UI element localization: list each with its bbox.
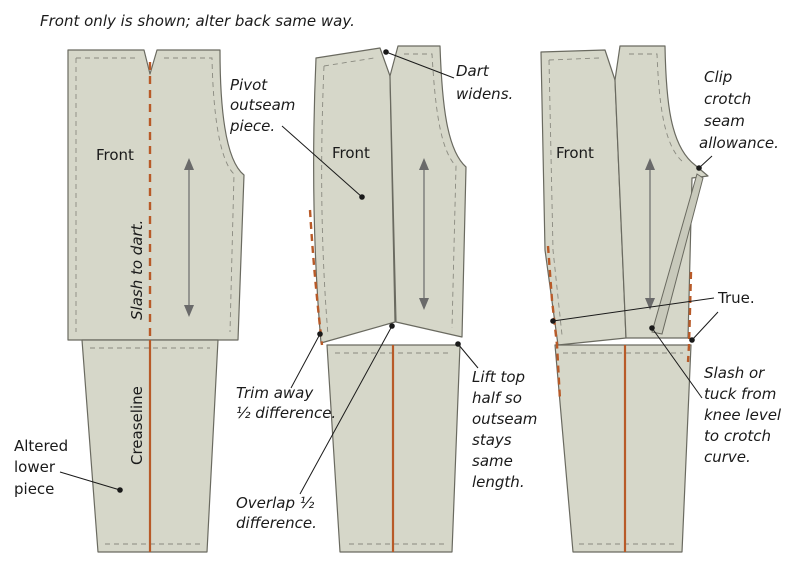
panel-2-lift-label-3: outseam — [472, 410, 537, 428]
panel-1-lower-stitch — [90, 347, 210, 545]
panel-2-dart-dot — [383, 49, 389, 55]
panel-2-upper-right-piece — [389, 45, 467, 338]
panel-1-front-label: Front — [96, 146, 134, 164]
panel-3-clip-label-3: seam — [704, 112, 745, 130]
panel-1-altered-label-1: Altered — [14, 437, 68, 455]
panel-1-stitch-line — [75, 57, 235, 333]
panel-1: Front Slash to dart. Creaseline Altered … — [14, 49, 245, 553]
panel-2-trim-label-2: ½ difference. — [236, 404, 336, 422]
panel-3-true-dot-right — [689, 337, 695, 343]
panel-3-upper-right-piece — [614, 45, 709, 339]
panel-2-overlap-leader — [299, 325, 393, 495]
panel-3-true-dot-left — [550, 318, 556, 324]
panel-3-true-label: True. — [717, 289, 755, 307]
panel-2-lift-dot — [455, 341, 461, 347]
panel-2-pivot-label-1: Pivot — [230, 76, 268, 94]
panel-3-clip-label-4: allowance. — [699, 134, 779, 152]
panel-2-front-label: Front — [332, 144, 370, 162]
panel-3: Front Clip crotch seam allowance. True. … — [540, 45, 782, 553]
panel-3-clip-label-1: Clip — [704, 68, 732, 86]
caption: Front only is shown; alter back same way… — [40, 12, 355, 30]
panel-3-grainline-icon — [645, 158, 655, 310]
panel-2-dart-label-2: widens. — [456, 85, 513, 103]
panel-2-grainline-icon — [419, 158, 429, 310]
panel-3-upper-left-piece — [540, 49, 627, 346]
panel-2-stitch-line — [321, 53, 457, 336]
panel-2-lift-label-2: half so — [472, 389, 522, 407]
panel-3-slash-dot — [649, 325, 655, 331]
panel-2-dart-label-1: Dart — [456, 62, 490, 80]
panel-2-trim-leader — [290, 333, 321, 389]
panel-3-slash-label-3: knee level — [704, 406, 782, 424]
panel-2: Front Pivot outseam piece. Dart widens. … — [229, 45, 537, 553]
panel-2-trim-line — [308, 209, 324, 346]
panel-2-overlap-label-2: difference. — [236, 514, 317, 532]
panel-2-lift-leader — [457, 343, 479, 369]
panel-2-trim-label-1: Trim away — [236, 384, 314, 402]
panel-3-true-leader-left — [552, 297, 715, 322]
panel-3-stitch-line — [548, 53, 684, 336]
panel-2-lift-label-6: length. — [472, 473, 525, 491]
panel-3-clip-dot — [696, 165, 702, 171]
panel-2-overlap-label-1: Overlap ½ — [236, 494, 315, 512]
panel-3-slash-label-2: tuck from — [704, 385, 776, 403]
panel-2-lift-label-5: same — [472, 452, 513, 470]
panel-2-dart-leader — [385, 51, 455, 79]
panel-1-upper-piece — [67, 49, 245, 341]
panel-3-true-leader-right — [691, 311, 719, 341]
panel-3-front-label: Front — [556, 144, 594, 162]
panel-3-slash-wedge — [651, 173, 704, 335]
panel-3-slash-label-4: to crotch — [704, 427, 771, 445]
panel-1-altered-dot — [117, 487, 123, 493]
panel-2-lift-label-1: Lift top — [472, 368, 525, 386]
panel-2-pivot-dot — [359, 194, 365, 200]
panel-3-slash-label-5: curve. — [704, 448, 751, 466]
panel-1-altered-label-2: lower — [14, 458, 56, 476]
panel-3-lower-stitch — [563, 352, 683, 545]
panel-2-trim-dot — [317, 331, 323, 337]
panel-2-pivot-label-2: outseam — [230, 96, 295, 114]
panel-3-clip-label-2: crotch — [704, 90, 751, 108]
panel-2-pivot-leader — [281, 125, 363, 198]
panel-2-upper-left-piece — [313, 47, 396, 344]
panel-3-lower-piece — [554, 344, 692, 553]
panel-1-creaseline-label: Creaseline — [128, 386, 146, 465]
panel-1-grainline-icon — [184, 158, 194, 317]
panel-3-slash-label-1: Slash or — [704, 364, 765, 382]
panel-1-slash-label: Slash to dart. — [128, 220, 146, 320]
panel-2-overlap-dot — [389, 323, 395, 329]
panel-3-clip-leader — [698, 155, 713, 169]
panel-3-slash-leader — [651, 327, 703, 399]
panel-1-altered-label-3: piece — [14, 480, 54, 498]
panel-2-pivot-label-3: piece. — [229, 117, 275, 135]
panel-1-altered-leader — [59, 471, 121, 491]
panel-2-lift-label-4: stays — [472, 431, 512, 449]
